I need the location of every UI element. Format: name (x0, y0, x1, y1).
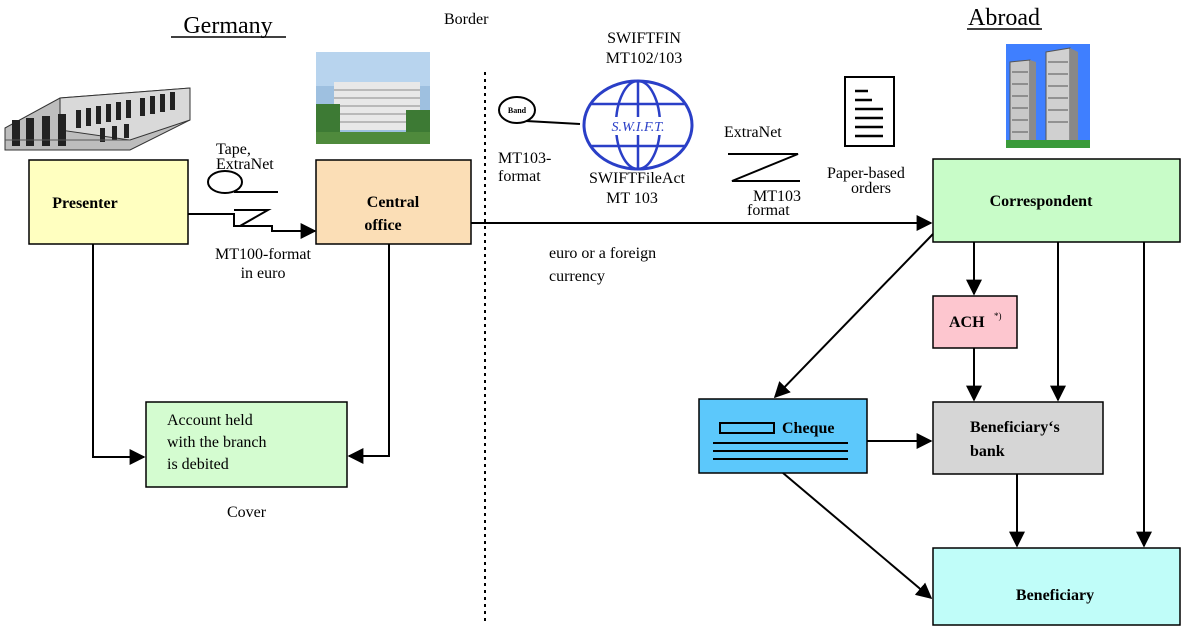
svg-text:Beneficiary‘s: Beneficiary‘s (970, 419, 1060, 436)
skyscraper-icon (1006, 44, 1090, 148)
swift-globe-icon: S.W.I.F.T. (582, 79, 694, 171)
svg-text:S.W.I.F.T.: S.W.I.F.T. (611, 120, 664, 135)
currency-label-2: currency (549, 268, 605, 285)
tape-reel-icon (207, 170, 278, 194)
svg-text:Account held: Account held (167, 412, 253, 429)
paper-orders-label-2: orders (851, 180, 891, 197)
cheque-icon (713, 422, 848, 460)
ach-box: ACH *) (932, 295, 1018, 349)
svg-text:with the branch: with the branch (167, 434, 267, 451)
region-border-title: Border (444, 11, 489, 28)
beneficiary-bank-box: Beneficiary‘s bank (932, 401, 1104, 475)
central-office-building-photo (316, 52, 430, 144)
central-office-box: Central office (315, 159, 472, 245)
cover-label: Cover (227, 504, 267, 521)
correspondent-box: Correspondent (932, 158, 1181, 243)
svg-text:Band: Band (508, 106, 527, 115)
presenter-box: Presenter (28, 159, 189, 245)
region-germany-title: Germany (183, 13, 272, 39)
swiftfileact-label-2: MT 103 (606, 190, 658, 207)
zigzag-transmission-right (728, 153, 800, 182)
mt103-format-right-label: MT103 (753, 188, 801, 205)
mt100-format-label-2: in euro (241, 265, 286, 282)
region-abroad-title: Abroad (968, 5, 1040, 31)
extranet-label: ExtraNet (724, 124, 782, 141)
tape-extranet-label-2: ExtraNet (216, 156, 274, 173)
arrow-central-to-account (347, 244, 390, 464)
paper-orders-label: Paper-based (827, 165, 905, 182)
svg-text:Cheque: Cheque (782, 420, 834, 437)
svg-text:is debited: is debited (167, 456, 229, 473)
mt100-format-label: MT100-format (215, 246, 312, 263)
band-reel-icon: Band (498, 96, 581, 125)
tape-extranet-label: Tape, (216, 141, 251, 158)
svg-text:Beneficiary: Beneficiary (1016, 587, 1094, 604)
mt103-format-right-label-2: format (747, 202, 790, 219)
svg-text:Presenter: Presenter (52, 195, 117, 212)
svg-text:Correspondent: Correspondent (990, 193, 1093, 210)
svg-text:Central: Central (367, 194, 420, 211)
cheque-box: Cheque (698, 398, 868, 474)
document-icon (844, 76, 895, 147)
svg-text:*): *) (994, 311, 1002, 321)
mt103-format-label: MT103- (498, 150, 551, 167)
svg-text:office: office (364, 217, 401, 234)
svg-text:ACH: ACH (949, 314, 985, 331)
office-building-icon (4, 87, 191, 151)
swiftfin-label: SWIFTFIN (607, 30, 681, 47)
zigzag-transmission-left (234, 209, 272, 227)
arrow-presenter-to-account (92, 244, 146, 465)
swiftfileact-label: SWIFTFileAct (589, 170, 686, 187)
account-debited-box: Account held with the branch is debited (145, 401, 348, 488)
currency-label: euro or a foreign (549, 245, 656, 262)
svg-text:bank: bank (970, 443, 1005, 460)
beneficiary-box: Beneficiary (932, 547, 1181, 626)
arrow-presenter-to-central (188, 213, 317, 239)
mt103-format-label-2: format (498, 168, 541, 185)
swiftfin-label-2: MT102/103 (606, 50, 682, 67)
arrow-correspondent-to-cheque (773, 233, 934, 399)
arrow-cheque-to-beneficiary (782, 472, 933, 600)
